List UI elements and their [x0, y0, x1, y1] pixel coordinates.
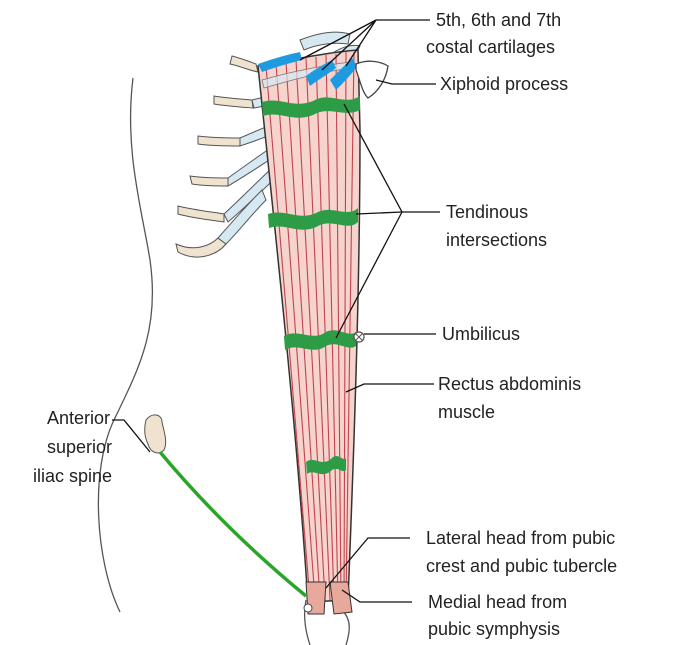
label-asis-line-3: iliac spine [33, 466, 112, 486]
medial-head [330, 582, 352, 614]
label-lateral-line-2: crest and pubic tubercle [426, 556, 617, 576]
umbilicus-marker [354, 332, 364, 342]
inguinal-ligament [160, 452, 306, 596]
label-rectus-line-1: Rectus abdominis [438, 374, 581, 394]
label-umbilicus: Umbilicus [442, 324, 520, 344]
label-medial-line-1: Medial head from [428, 592, 567, 612]
label-lateral-line-1: Lateral head from pubic [426, 528, 615, 548]
ribs [176, 56, 258, 257]
label-asis-line-2: superior [47, 437, 112, 457]
label-costal-line-1: 5th, 6th and 7th [436, 10, 561, 30]
label-rectus-line-2: muscle [438, 402, 495, 422]
label-costal-line-2: costal cartilages [426, 37, 555, 57]
label-xiphoid: Xiphoid process [440, 74, 568, 94]
label-tendinous-line-2: intersections [446, 230, 547, 250]
label-tendinous-line-1: Tendinous [446, 202, 528, 222]
pubic-tubercle [304, 604, 312, 612]
body-contour [98, 78, 152, 612]
label-asis-line-1: Anterior [47, 408, 110, 428]
lower-contour [342, 610, 349, 645]
label-medial-line-2: pubic symphysis [428, 619, 560, 639]
xiphoid-process [356, 61, 388, 98]
anterior-superior-iliac-spine [145, 415, 166, 453]
